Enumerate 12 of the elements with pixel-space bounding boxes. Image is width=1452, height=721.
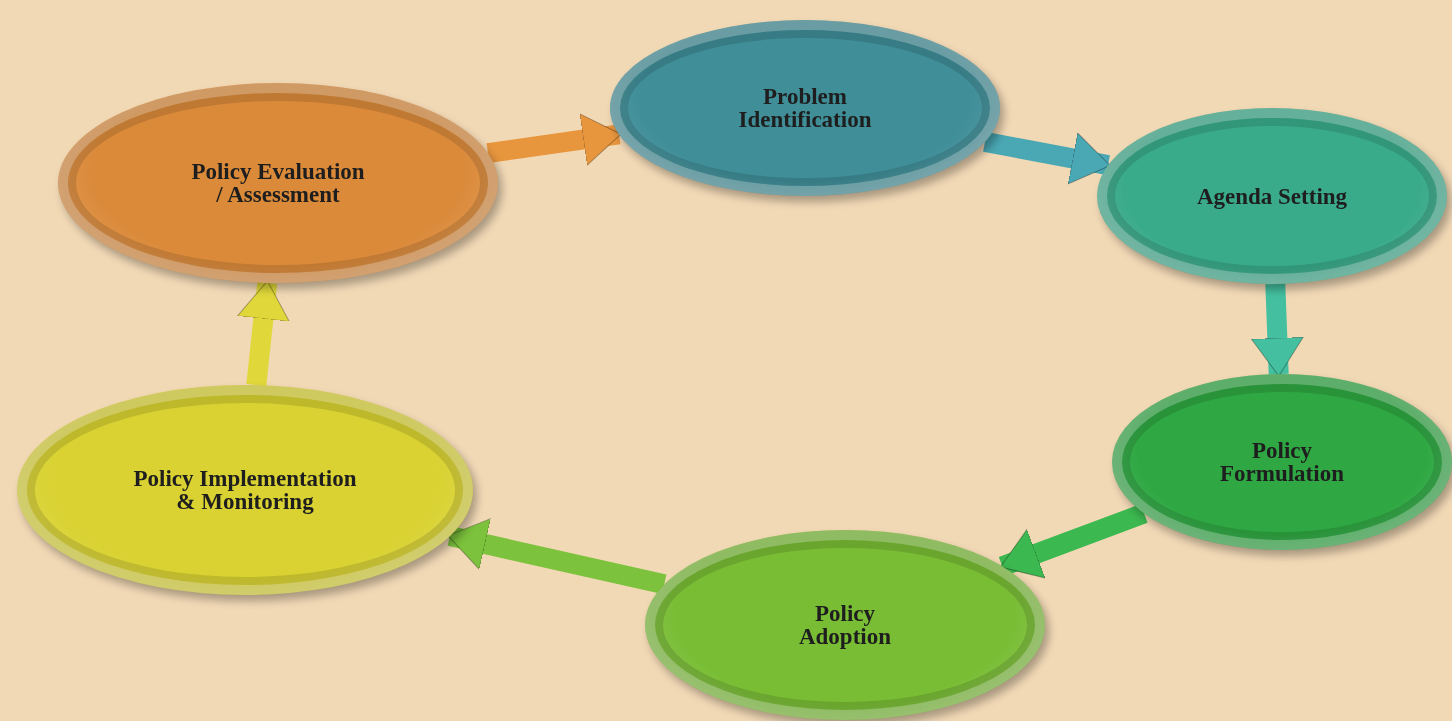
block-arrow xyxy=(998,504,1148,579)
stage-label: Policy Formulation xyxy=(1219,439,1345,485)
stage-label: Policy Evaluation / Assessment xyxy=(190,160,366,206)
block-arrow xyxy=(1250,283,1304,377)
stage-label: Policy Adoption xyxy=(797,602,892,648)
stage-label: Agenda Setting xyxy=(1196,184,1348,208)
stage-label: Problem Identification xyxy=(737,85,873,131)
block-arrow xyxy=(486,113,622,166)
block-arrow xyxy=(447,518,667,595)
block-arrow xyxy=(983,132,1111,185)
stage-label: Policy Implementation & Monitoring xyxy=(132,467,358,513)
block-arrow xyxy=(237,280,290,387)
